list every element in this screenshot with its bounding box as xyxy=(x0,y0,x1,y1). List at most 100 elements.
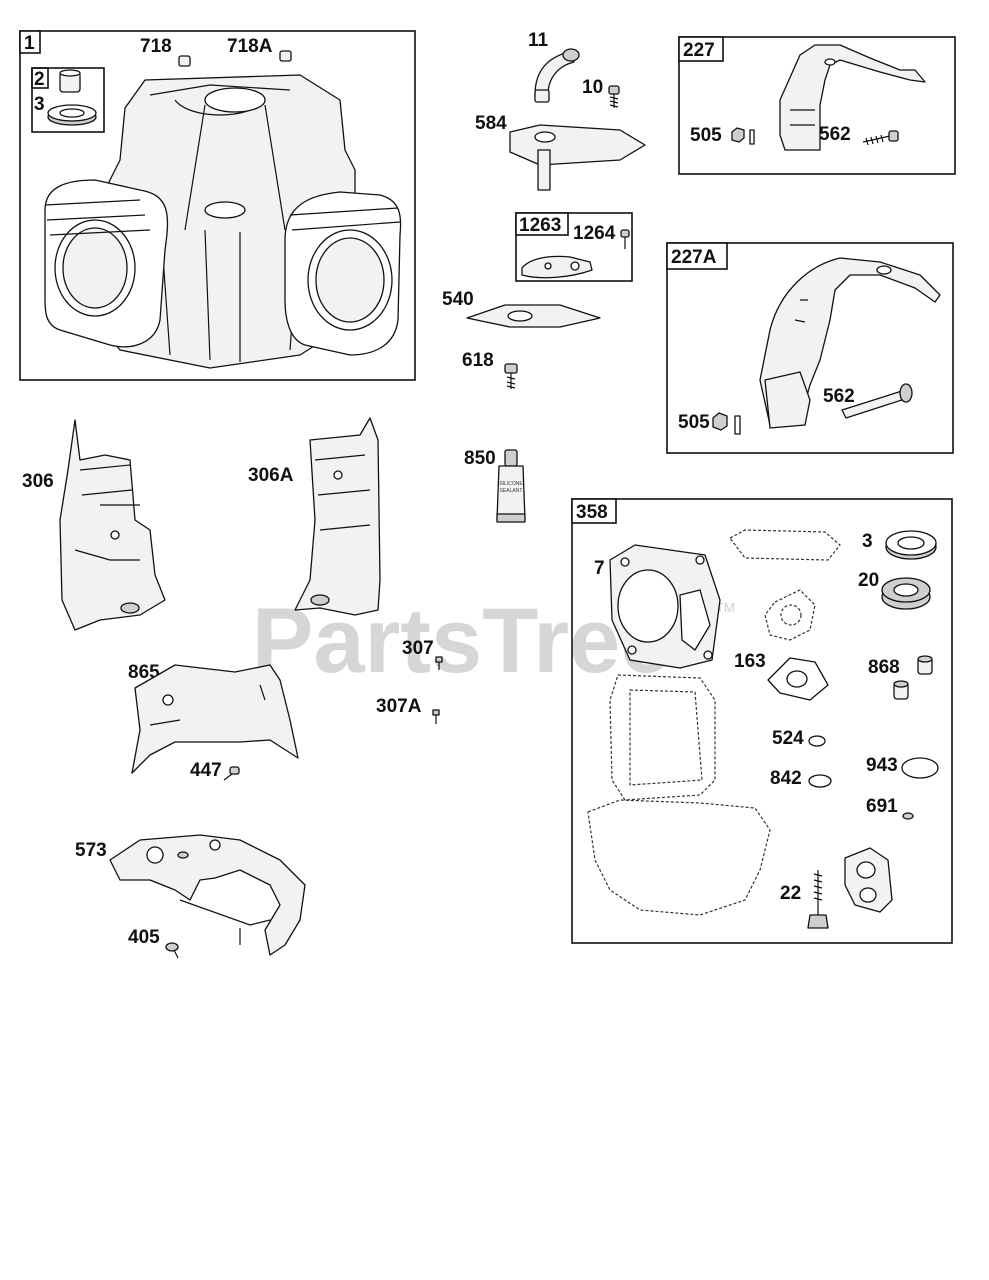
label-718[interactable]: 718 xyxy=(140,36,172,57)
group-2-box xyxy=(31,67,105,133)
screw-405 xyxy=(165,942,179,959)
gasket-small-upper xyxy=(764,589,816,641)
group-227a-tag xyxy=(666,242,728,270)
group-358-gasket-set: 358 7 3 20 163 xyxy=(571,498,953,944)
cylinder-block xyxy=(44,74,402,369)
label-868[interactable]: 868 xyxy=(868,657,900,678)
bolt-562-b xyxy=(841,383,913,419)
fitting-868 xyxy=(893,655,933,700)
label-307[interactable]: 307 xyxy=(402,638,434,659)
oring-842 xyxy=(808,774,832,788)
group-1-cylinder: 1 2 3 718 718A xyxy=(19,30,416,381)
guard-573 xyxy=(109,834,306,956)
group-227a-label[interactable]: 227A xyxy=(671,247,717,268)
sealant-text-2: SEALANT xyxy=(500,488,523,494)
label-573[interactable]: 573 xyxy=(75,840,107,861)
gasket-540 xyxy=(466,304,601,328)
label-306a[interactable]: 306A xyxy=(248,465,294,486)
gasket-rocker-cover xyxy=(609,674,716,801)
seal-3b xyxy=(885,530,937,560)
bracket-227a xyxy=(759,257,941,429)
group-1263-box xyxy=(515,212,633,282)
screw-1264 xyxy=(620,229,630,249)
label-163[interactable]: 163 xyxy=(734,651,766,672)
seal-20 xyxy=(881,577,931,610)
group-227a-box xyxy=(666,242,954,454)
breather-valve-1263 xyxy=(521,255,593,279)
oring-524 xyxy=(808,735,826,747)
label-850[interactable]: 850 xyxy=(464,448,496,469)
screw-447 xyxy=(223,766,240,781)
oring-943 xyxy=(901,757,939,779)
label-691[interactable]: 691 xyxy=(866,796,898,817)
label-447[interactable]: 447 xyxy=(190,760,222,781)
label-505-b[interactable]: 505 xyxy=(678,412,710,433)
gasket-intake xyxy=(844,847,893,913)
sealant-tube-850: SILICONE SEALANT xyxy=(496,449,526,523)
label-505-a[interactable]: 505 xyxy=(690,125,722,146)
dowel-718 xyxy=(178,55,191,67)
group-227-tag xyxy=(678,36,724,62)
breather-assembly: 11 10 584 1263 1264 540 61 xyxy=(442,30,646,523)
breather-plate-584 xyxy=(509,124,646,191)
label-10[interactable]: 10 xyxy=(582,77,603,98)
bolt-562-a xyxy=(862,130,899,146)
label-3-seal[interactable]: 3 xyxy=(34,94,45,115)
group-1263-tag xyxy=(515,212,569,236)
label-618[interactable]: 618 xyxy=(462,350,494,371)
breather-tube-11 xyxy=(534,51,575,96)
group-1-tag xyxy=(19,30,41,54)
group-227-label[interactable]: 227 xyxy=(683,40,715,61)
group-1263-label[interactable]: 1263 xyxy=(519,215,561,236)
label-584[interactable]: 584 xyxy=(475,113,507,134)
label-1264[interactable]: 1264 xyxy=(573,223,616,244)
shield-865 xyxy=(131,664,299,774)
washer-505-a xyxy=(749,129,755,145)
label-307a[interactable]: 307A xyxy=(376,696,422,717)
head-gasket-7 xyxy=(609,544,721,669)
group-227a-bracket: 227A 505 562 xyxy=(666,242,954,454)
bolt-22 xyxy=(807,870,829,929)
gasket-crankcase xyxy=(587,799,771,916)
baffle-306 xyxy=(59,419,166,631)
bracket-227 xyxy=(779,44,926,151)
washer-505-b xyxy=(734,415,741,435)
screw-618 xyxy=(504,363,518,389)
label-943[interactable]: 943 xyxy=(866,755,898,776)
label-306[interactable]: 306 xyxy=(22,471,54,492)
label-562-b[interactable]: 562 xyxy=(823,386,855,407)
group-358-box xyxy=(571,498,953,944)
watermark-trademark: TM xyxy=(716,600,735,615)
label-718a[interactable]: 718A xyxy=(227,36,273,57)
dowel-718a xyxy=(279,50,292,62)
group-1-label[interactable]: 1 xyxy=(24,33,35,54)
label-11[interactable]: 11 xyxy=(528,30,549,51)
label-524[interactable]: 524 xyxy=(772,728,804,749)
gasket-163 xyxy=(767,657,829,701)
label-22[interactable]: 22 xyxy=(780,883,801,904)
group-227-box xyxy=(678,36,956,175)
label-20[interactable]: 20 xyxy=(858,570,879,591)
nut-505-a xyxy=(731,127,745,143)
gasket-top-right xyxy=(729,529,841,561)
sealant-text-1: SILICONE xyxy=(499,481,523,487)
group-2-label[interactable]: 2 xyxy=(34,69,45,90)
screw-10 xyxy=(608,85,620,108)
group-1-box xyxy=(19,30,416,381)
nut-505-b xyxy=(712,412,728,431)
group-358-label[interactable]: 358 xyxy=(576,502,608,523)
label-562-a[interactable]: 562 xyxy=(819,124,851,145)
baffle-306a xyxy=(294,417,381,616)
group-358-tag xyxy=(571,498,617,524)
washer-691 xyxy=(902,812,914,820)
label-7[interactable]: 7 xyxy=(594,558,605,579)
bushing-part-2 xyxy=(59,69,81,93)
group-227-bracket: 227 505 562 xyxy=(678,36,956,175)
screw-307a xyxy=(432,709,440,724)
label-540[interactable]: 540 xyxy=(442,289,474,310)
label-842[interactable]: 842 xyxy=(770,768,802,789)
label-3-seal-b[interactable]: 3 xyxy=(862,531,873,552)
label-405[interactable]: 405 xyxy=(128,927,160,948)
seal-part-3 xyxy=(47,104,97,126)
